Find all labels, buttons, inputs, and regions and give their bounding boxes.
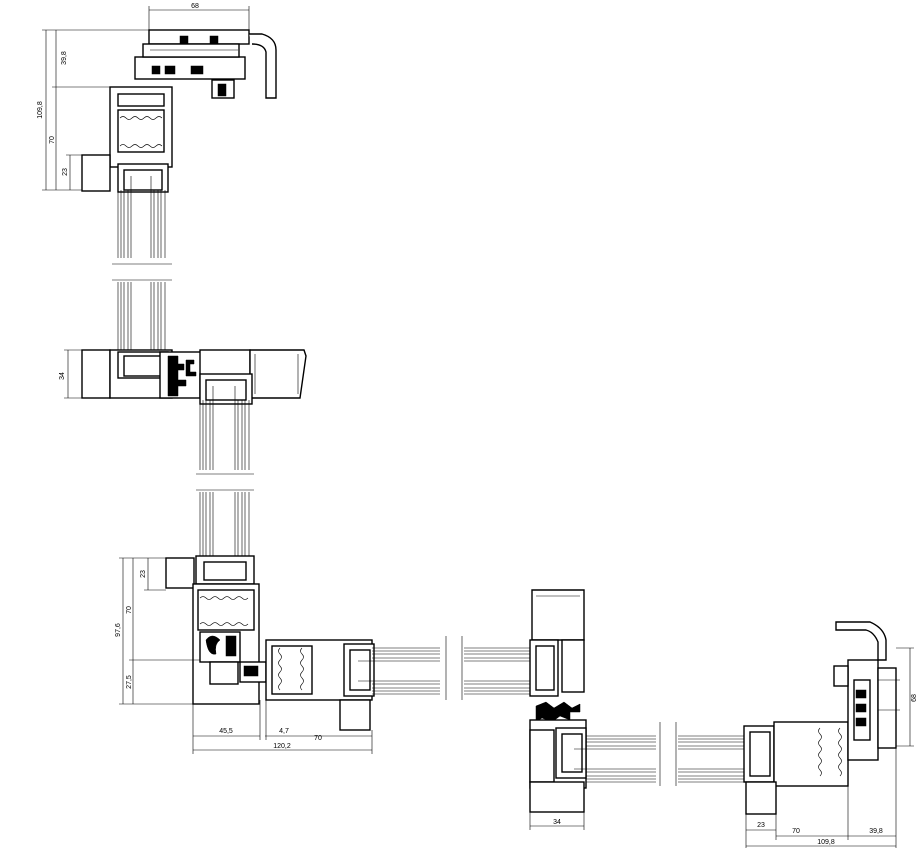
dim-right-a: 23: [757, 822, 765, 829]
dim-top-height-b: 70: [49, 136, 56, 144]
bottom-right-section: 68 23 70 39,8 109,8: [678, 621, 918, 848]
dim-top-height-c: 23: [62, 168, 69, 176]
dim-bottom-left-total: 97,6: [115, 623, 122, 637]
dim-bottom-h3: 70: [314, 735, 322, 742]
dim-bottom-left-a: 23: [140, 570, 147, 578]
dim-bottom-left-c: 27,5: [126, 675, 133, 689]
dim-right-c: 39,8: [869, 828, 883, 835]
bottom-middle-section: 34: [464, 589, 656, 830]
dim-right-vertical: 68: [911, 694, 918, 702]
dim-bottom-mid-width: 34: [553, 819, 561, 826]
dim-bottom-h2: 4,7: [279, 728, 289, 735]
dim-bottom-left-b: 70: [126, 606, 133, 614]
dim-mid-left-height: 34: [59, 372, 66, 380]
dim-top-height-a: 39,8: [61, 51, 68, 65]
dim-right-total: 109,8: [817, 839, 835, 846]
bottom-left-section: 97,6 23 70 27,5 45,5 4,7 70 120,2: [115, 492, 440, 754]
dim-bottom-h1: 45,5: [219, 728, 233, 735]
dim-right-b: 70: [792, 828, 800, 835]
dim-top-height-total: 109,8: [37, 101, 44, 119]
dim-bottom-h-total: 120,2: [273, 743, 291, 750]
middle-junction-section: 34: [59, 282, 307, 470]
top-profile-section: 68 39,8 109,8 70 23: [37, 3, 277, 258]
dim-top-width: 68: [191, 3, 199, 10]
